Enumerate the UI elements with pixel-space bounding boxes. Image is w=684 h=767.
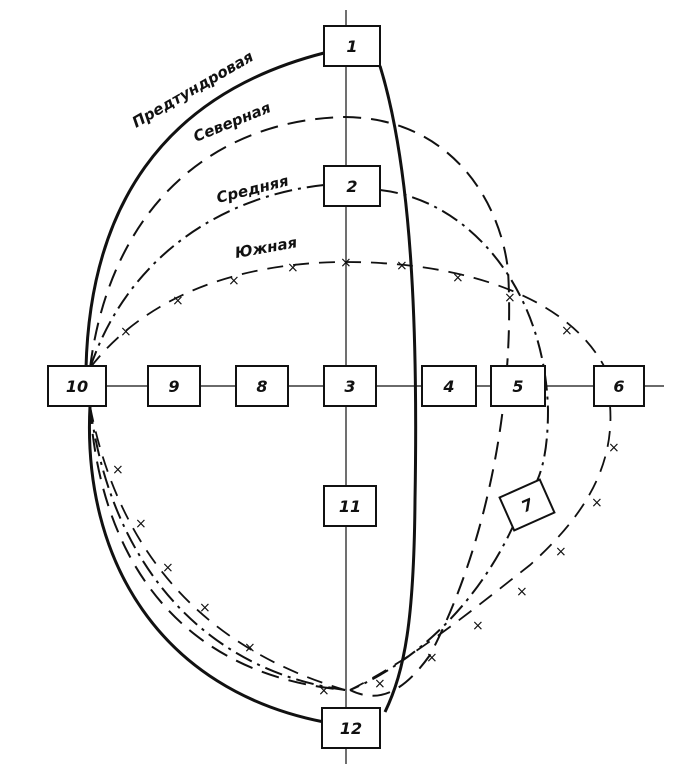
box-12-label: 12 bbox=[340, 719, 362, 738]
box-10-label: 10 bbox=[66, 377, 88, 396]
box-10: 10 bbox=[47, 365, 107, 407]
cross-marker: × bbox=[162, 560, 174, 576]
box-11-label: 11 bbox=[339, 497, 361, 516]
route-yuzhnaya-upper bbox=[89, 261, 606, 369]
cross-marker: × bbox=[135, 516, 147, 532]
box-4-label: 4 bbox=[442, 377, 454, 396]
cross-marker: × bbox=[608, 440, 620, 456]
cross-marker: × bbox=[452, 270, 464, 286]
box-4: 4 bbox=[421, 365, 477, 407]
cross-marker: × bbox=[472, 618, 484, 634]
box-6: 6 bbox=[593, 365, 645, 407]
route-predtundrovaya-upper bbox=[84, 51, 325, 369]
box-5-label: 5 bbox=[512, 377, 523, 396]
box-7: 7 bbox=[498, 478, 556, 532]
box-1-label: 1 bbox=[346, 37, 357, 56]
cross-marker: × bbox=[555, 544, 567, 560]
cross-marker: × bbox=[318, 683, 330, 699]
box-3-label: 3 bbox=[344, 377, 355, 396]
route-srednyaya-east bbox=[379, 189, 550, 491]
box-1: 1 bbox=[323, 25, 381, 67]
route-srednyaya-7-south bbox=[349, 521, 516, 691]
yuzhnaya-cross-markers: × × × × × × × × × × × × × × × × × × × × … bbox=[112, 255, 620, 699]
route-yuzhnaya-lower bbox=[89, 405, 346, 691]
box-11: 11 bbox=[323, 485, 377, 527]
cross-marker: × bbox=[120, 324, 132, 340]
cross-marker: × bbox=[228, 273, 240, 289]
cross-marker: × bbox=[244, 640, 256, 656]
label-yuzhnaya: Южная bbox=[234, 233, 299, 262]
box-5: 5 bbox=[490, 365, 546, 407]
box-8-label: 8 bbox=[256, 377, 267, 396]
box-3: 3 bbox=[323, 365, 377, 407]
box-2: 2 bbox=[323, 165, 381, 207]
cross-marker: × bbox=[172, 293, 184, 309]
box-6-label: 6 bbox=[613, 377, 624, 396]
cross-marker: × bbox=[112, 462, 124, 478]
cross-marker: × bbox=[199, 600, 211, 616]
cross-marker: × bbox=[396, 258, 408, 274]
box-9-label: 9 bbox=[168, 377, 179, 396]
box-2-label: 2 bbox=[346, 177, 357, 196]
route-1-12-link bbox=[378, 65, 418, 713]
cross-marker: × bbox=[504, 290, 516, 306]
cross-marker: × bbox=[287, 260, 299, 276]
cross-marker: × bbox=[374, 676, 386, 692]
label-severnaya: Северная bbox=[191, 98, 274, 145]
route-srednyaya-lower bbox=[89, 405, 346, 691]
route-predtundrovaya-lower bbox=[87, 405, 325, 724]
cross-marker: × bbox=[516, 584, 528, 600]
box-9: 9 bbox=[147, 365, 201, 407]
box-12: 12 bbox=[321, 707, 381, 749]
route-yuzhnaya-east bbox=[349, 404, 612, 691]
route-severnaya-lower bbox=[89, 405, 346, 691]
cross-marker: × bbox=[591, 495, 603, 511]
cross-marker: × bbox=[426, 650, 438, 666]
cross-marker: × bbox=[561, 323, 573, 339]
route-severnaya-upper bbox=[89, 115, 511, 697]
box-8: 8 bbox=[235, 365, 289, 407]
route-srednyaya-upper bbox=[89, 184, 325, 369]
cross-marker: × bbox=[340, 255, 352, 271]
